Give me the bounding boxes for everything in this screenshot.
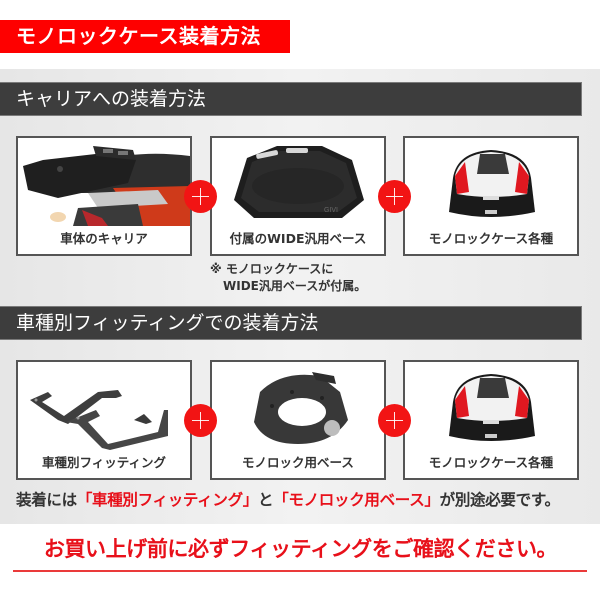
top-case-image [405, 362, 577, 450]
page-title: モノロックケース装着方法 [0, 20, 290, 53]
card-monolock-base: モノロック用ベース [210, 360, 386, 480]
motorcycle-carrier-image [18, 138, 190, 226]
included-base-note: ※ モノロックケースに WIDE汎用ベースが付属。 [210, 261, 366, 295]
requirement-base: 「モノロック用ベース」 [273, 491, 440, 509]
monolock-base-image [212, 362, 384, 450]
plus-icon [378, 404, 411, 437]
section-title-fitting: 車種別フィッティングでの装着方法 [0, 306, 582, 340]
requirement-note: 装着には「車種別フィッティング」と「モノロック用ベース」が別途必要です。 [16, 488, 560, 510]
warning-underline [13, 570, 587, 572]
card-vehicle-fitting: 車種別フィッティング [16, 360, 192, 480]
card-label: モノロック用ベース [242, 455, 354, 470]
card-vehicle-carrier: 車体のキャリア [16, 136, 192, 256]
note-line-1: ※ モノロックケースに [210, 262, 334, 276]
fitting-brackets-image [18, 362, 190, 450]
wide-base-image: GIVI [212, 138, 384, 226]
card-label: 車体のキャリア [60, 231, 148, 246]
requirement-suffix: が別途必要です。 [439, 491, 560, 509]
requirement-joiner: と [257, 491, 274, 509]
card-label: 車種別フィッティング [41, 455, 166, 470]
card-label: 付属のWIDE汎用ベース [229, 231, 367, 246]
requirement-fitting: 「車種別フィッティング」 [76, 491, 258, 509]
fitting-warning: お買い上げ前に必ずフィッティングをご確認ください。 [43, 537, 558, 561]
card-monolock-case: モノロックケース各種 [403, 360, 579, 480]
card-wide-base: GIVI 付属のWIDE汎用ベース [210, 136, 386, 256]
svg-text:GIVI: GIVI [324, 207, 338, 214]
requirement-prefix: 装着には [16, 491, 77, 509]
card-monolock-case: モノロックケース各種 [403, 136, 579, 256]
note-line-2: WIDE汎用ベースが付属。 [223, 279, 367, 293]
card-label: モノロックケース各種 [428, 231, 554, 246]
section-title-carrier: キャリアへの装着方法 [0, 82, 582, 116]
plus-icon [378, 180, 411, 213]
plus-icon [184, 404, 217, 437]
card-label: モノロックケース各種 [428, 455, 554, 470]
top-case-image [405, 138, 577, 226]
plus-icon [184, 180, 217, 213]
